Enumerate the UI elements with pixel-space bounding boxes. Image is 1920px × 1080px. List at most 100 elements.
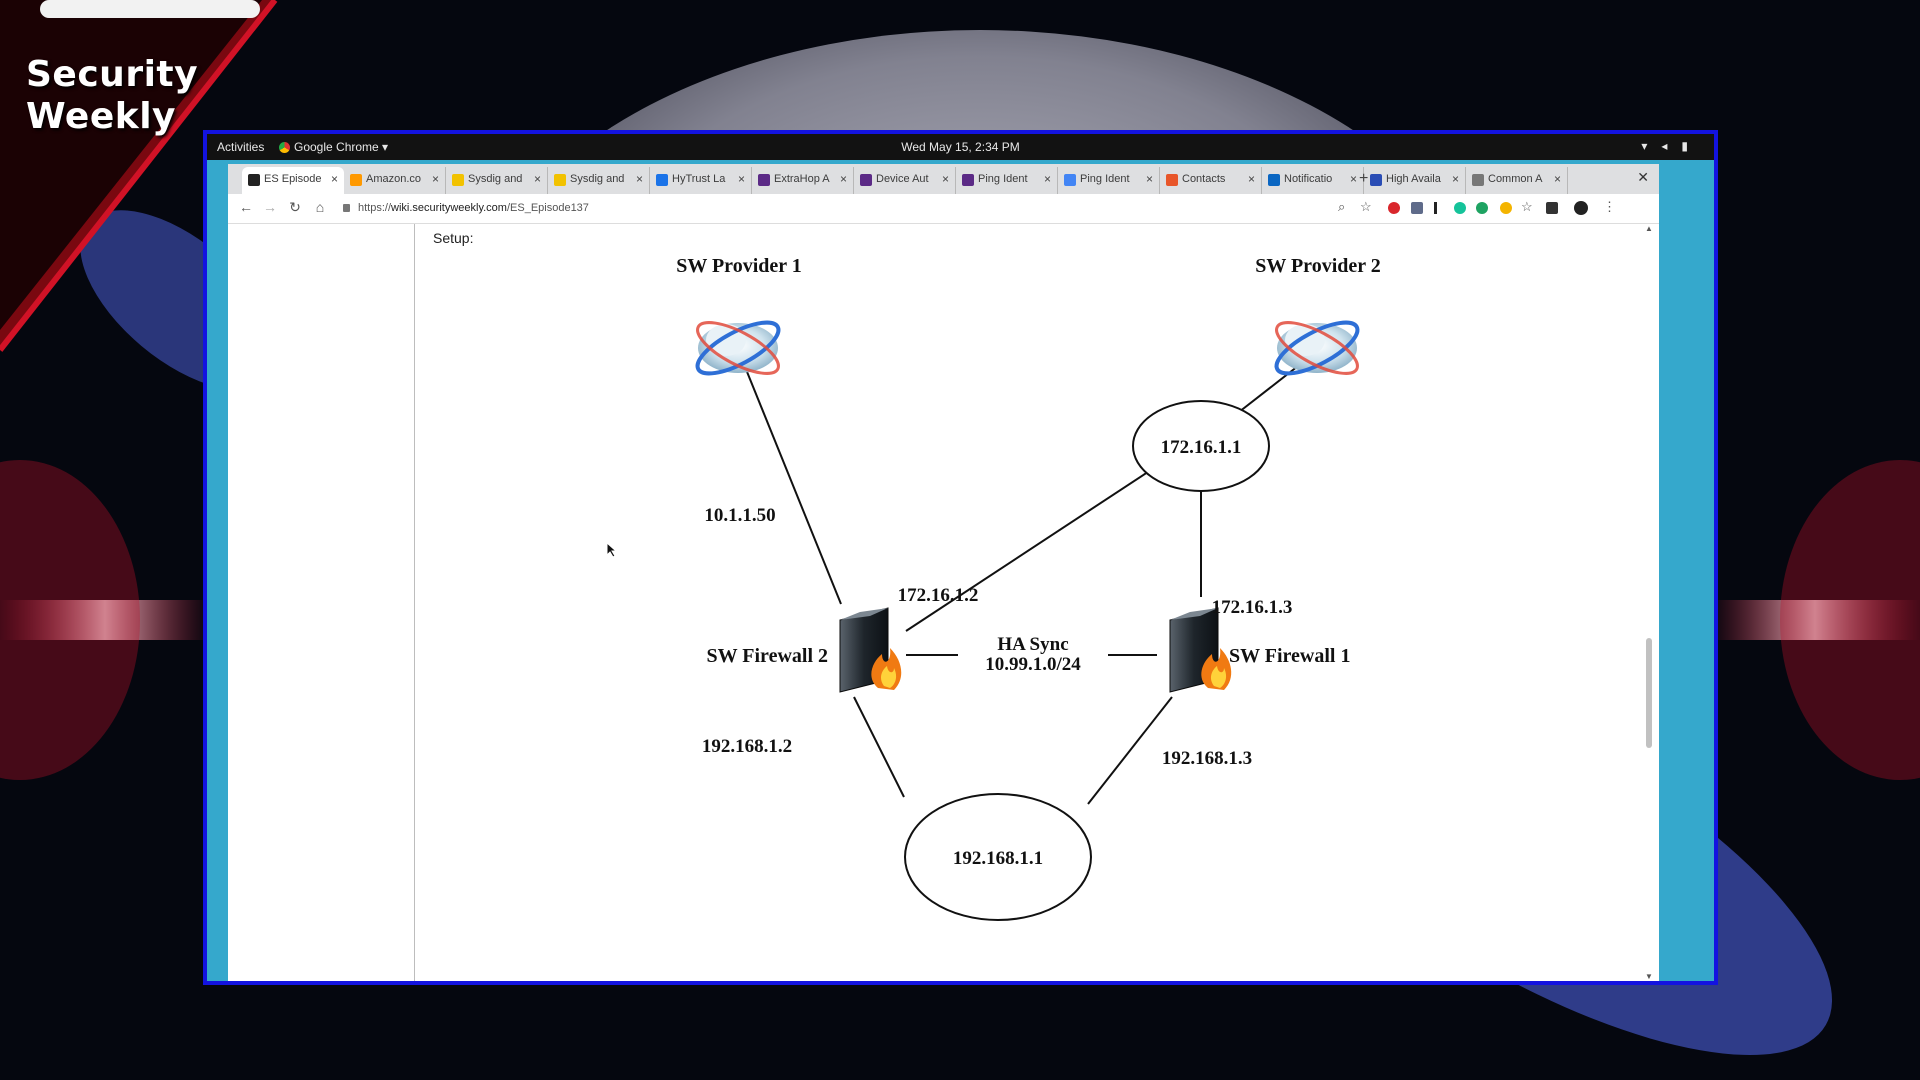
window-close-button[interactable]: ✕ (1637, 169, 1649, 185)
label-ip-172-16-1-3: 172.16.1.3 (1212, 597, 1293, 618)
reload-icon[interactable]: ↻ (289, 199, 301, 215)
activities-button[interactable]: Activities (217, 140, 265, 154)
label-ha-subnet: 10.99.1.0/24 (985, 654, 1081, 675)
tab-close-icon[interactable]: × (1145, 172, 1153, 186)
tab-favicon-icon (1166, 174, 1178, 186)
browser-tab[interactable]: Contacts× (1160, 167, 1262, 194)
browser-toolbar: ← → ↻ ⌂ https://wiki.securityweekly.com/… (228, 194, 1659, 224)
scroll-down-icon[interactable]: ▼ (1645, 972, 1653, 981)
extension-star-icon[interactable]: ☆ (1521, 199, 1533, 214)
tab-label: Sysdig and (468, 173, 523, 185)
tab-label: Common A (1488, 173, 1543, 185)
browser-tab[interactable]: Ping Ident × (1058, 167, 1160, 194)
system-tray[interactable]: ▾◂▮ (1641, 139, 1702, 153)
label-router-172: 172.16.1.1 (1161, 437, 1242, 458)
page-scrollbar[interactable]: ▲ ▼ (1645, 224, 1653, 981)
browser-tab[interactable]: Sysdig and × (446, 167, 548, 194)
tab-label: HyTrust La (672, 173, 726, 185)
router-192-168-1-1 (904, 793, 1092, 921)
label-firewall1: SW Firewall 1 (1229, 645, 1350, 667)
tab-favicon-icon (350, 174, 362, 186)
extension-icon[interactable] (1546, 202, 1558, 214)
browser-tab[interactable]: Amazon.co× (344, 167, 446, 194)
brand-line-2: Weekly (26, 96, 177, 137)
chrome-icon (279, 142, 290, 153)
label-provider1: SW Provider 1 (676, 255, 802, 277)
forward-icon[interactable]: → (263, 199, 277, 215)
browser-tab[interactable]: Sysdig and × (548, 167, 650, 194)
home-icon[interactable]: ⌂ (315, 199, 325, 215)
browser-tab[interactable]: HyTrust La × (650, 167, 752, 194)
scroll-up-icon[interactable]: ▲ (1645, 224, 1653, 233)
tab-close-icon[interactable]: × (1043, 172, 1051, 186)
setup-label: Setup: (433, 230, 474, 246)
bookmark-star-icon[interactable]: ☆ (1360, 199, 1372, 214)
provider1-cloud-icon (695, 320, 781, 376)
page-content: Setup: (228, 224, 1659, 981)
diagram-links (738, 351, 1317, 805)
label-ip-10-1-1-50: 10.1.1.50 (704, 505, 775, 526)
tab-close-icon[interactable]: × (1553, 172, 1561, 186)
browser-tab[interactable]: ExtraHop A × (752, 167, 854, 194)
menu-icon[interactable]: ⋮ (1603, 199, 1616, 214)
browser-tab[interactable]: Common A × (1466, 167, 1568, 194)
extension-icon[interactable] (1434, 202, 1437, 214)
tab-close-icon[interactable]: × (1247, 172, 1255, 186)
tab-close-icon[interactable]: × (330, 172, 338, 186)
extension-icon[interactable] (1411, 202, 1423, 214)
wiki-sidebar (228, 224, 415, 981)
tab-close-icon[interactable]: × (1451, 172, 1459, 186)
firewall1-icon (1169, 607, 1232, 693)
tab-favicon-icon (962, 174, 974, 186)
grammarly-extension-icon[interactable] (1454, 202, 1466, 214)
label-ip-192-168-1-3: 192.168.1.3 (1162, 748, 1252, 769)
tab-favicon-icon (248, 174, 260, 186)
link-firewall1-lan (1087, 696, 1173, 805)
adblock-extension-icon[interactable] (1388, 202, 1400, 214)
tab-label: Sysdig and (570, 173, 625, 185)
gnome-top-bar: Activities Google Chrome ▾ Wed May 15, 2… (207, 134, 1714, 160)
new-tab-button[interactable]: + (1359, 170, 1369, 187)
tab-close-icon[interactable]: × (431, 172, 439, 186)
label-ip-172-16-1-2: 172.16.1.2 (898, 585, 979, 606)
browser-tab[interactable]: ES Episode× (242, 167, 344, 194)
url-host: wiki.securityweekly.com (391, 202, 507, 214)
provider2-cloud-icon (1274, 320, 1360, 376)
back-icon[interactable]: ← (239, 199, 253, 215)
lock-icon (343, 204, 350, 212)
tab-close-icon[interactable]: × (1349, 172, 1357, 186)
clock[interactable]: Wed May 15, 2:34 PM (901, 140, 1020, 154)
scrollbar-thumb[interactable] (1646, 638, 1652, 748)
tab-favicon-icon (452, 174, 464, 186)
label-provider2: SW Provider 2 (1255, 255, 1381, 277)
extension-icon[interactable] (1500, 202, 1512, 214)
label-firewall2: SW Firewall 2 (707, 645, 828, 667)
wifi-icon: ▾ (1641, 139, 1662, 153)
tab-favicon-icon (758, 174, 770, 186)
tab-label: Device Aut (876, 173, 929, 185)
tab-close-icon[interactable]: × (839, 172, 847, 186)
battery-icon: ▮ (1681, 139, 1702, 153)
drive-extension-icon[interactable] (1476, 202, 1488, 214)
tab-strip: ES Episode×Amazon.co×Sysdig and×Sysdig a… (228, 164, 1659, 194)
tab-label: ExtraHop A (774, 173, 830, 185)
browser-tab[interactable]: Ping Ident× (956, 167, 1058, 194)
tab-label: Ping Ident (1080, 173, 1130, 185)
tab-close-icon[interactable]: × (635, 172, 643, 186)
tab-close-icon[interactable]: × (941, 172, 949, 186)
tab-close-icon[interactable]: × (533, 172, 541, 186)
network-diagram: SW Provider 1 SW Provider 2 172.16.1.1 1… (676, 255, 1381, 921)
tab-favicon-icon (860, 174, 872, 186)
browser-tab[interactable]: Device Aut × (854, 167, 956, 194)
tab-close-icon[interactable]: × (737, 172, 745, 186)
tab-label: Notificatio (1284, 173, 1333, 185)
zoom-icon[interactable]: ⌕ (1338, 199, 1346, 214)
tab-favicon-icon (656, 174, 668, 186)
browser-tab[interactable]: High Availa× (1364, 167, 1466, 194)
browser-tab[interactable]: Notificatio × (1262, 167, 1364, 194)
url-prefix: https:// (358, 202, 392, 214)
brand-line-1: Security (26, 54, 199, 95)
profile-avatar[interactable] (1574, 201, 1588, 215)
app-menu[interactable]: Google Chrome ▾ (279, 140, 388, 154)
address-bar[interactable]: https://wiki.securityweekly.com/ES_Episo… (343, 197, 1343, 219)
